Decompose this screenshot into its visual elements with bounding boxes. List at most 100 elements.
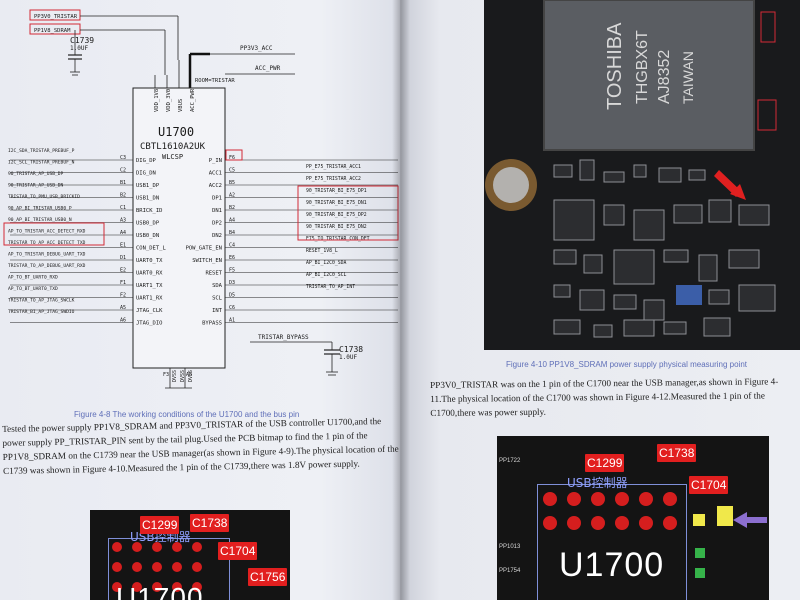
pin-number: B2: [120, 193, 126, 199]
pin-number: E2: [120, 268, 126, 274]
yellow-pad: [693, 514, 705, 526]
cap-ref: C1738: [339, 345, 363, 354]
pin-right: DN2: [212, 233, 222, 239]
smd-component: [553, 249, 577, 265]
chip-package: WLCSP: [162, 153, 183, 161]
pin-right: ACC1: [209, 171, 222, 177]
smd-component: [553, 199, 595, 241]
net-label: I2C_SDA_TRISTAR_PREBUF_P: [8, 148, 75, 154]
highlight-box: [297, 185, 399, 241]
bga-pad: [639, 492, 653, 506]
pin-number: A3: [120, 218, 126, 224]
net-label: 90_TRISTAR_BI_E75_DP1: [306, 188, 367, 194]
schematic-diagram: PP3V0_TRISTAR PP1V8_SDRAM C1739 1.0UF PP…: [3, 9, 399, 389]
pin-number: B1: [120, 180, 126, 186]
book-gutter: [392, 0, 410, 600]
net-label: 90_TRISTAR_AP_USB_DN: [8, 183, 64, 189]
pin-number: B4: [229, 230, 235, 236]
pin-right: BYPASS: [202, 321, 222, 327]
bga-pad: [112, 562, 122, 572]
net-label: TRISTAR_TO_PMU_USB_BRICKID: [8, 194, 80, 200]
highlighted-pad: [717, 506, 733, 526]
bga-pad: [567, 492, 581, 506]
usb-controller-outline: [537, 484, 687, 600]
smd-component: [579, 289, 605, 311]
net-label: PP3V0_TRISTAR: [34, 14, 78, 20]
pin-top: VDD_3V0: [166, 89, 172, 112]
net-label: 90_AP_BI_TRISTAR_USB0_P: [8, 206, 72, 212]
net-label: 90_TRISTAR_BI_E75_DN2: [306, 224, 367, 230]
pin-right: DP2: [212, 221, 222, 227]
smd-component: [553, 284, 571, 298]
pin-number: F2: [120, 293, 126, 299]
net-label: 90_TRISTAR_AP_USB_DP: [8, 171, 64, 177]
bga-pad: [663, 516, 677, 530]
pin-number: A4: [229, 218, 235, 224]
net-label: PP3V3_ACC: [240, 45, 273, 52]
pin-left: USB1_DN: [136, 196, 159, 202]
smd-component: [579, 159, 595, 181]
pin-bottom: DVSS: [180, 370, 186, 382]
bga-pad: [152, 542, 162, 552]
pin-left: USB0_DN: [136, 233, 159, 239]
smd-component: [663, 249, 689, 263]
pin-left: USB0_DP: [136, 221, 160, 227]
chip-name: U1700: [158, 125, 194, 139]
smd-component: [583, 254, 603, 274]
green-pad: [695, 568, 705, 578]
right-page: TOSHIBA THGBX6T AJ8352 TAIWAN Figure 4-1…: [400, 0, 800, 600]
smd-component: [728, 249, 760, 269]
board-photo: TOSHIBA THGBX6T AJ8352 TAIWAN: [484, 0, 800, 350]
board-graphic: [484, 0, 800, 350]
smd-component: [663, 321, 687, 335]
component-tag: C1299: [140, 516, 180, 534]
pin-top: ACC_PWR: [190, 88, 196, 112]
highlight-box: [29, 9, 81, 21]
pin-number: D3: [229, 280, 235, 286]
pin-left: DIG_DN: [136, 171, 156, 177]
pin-number: A5: [120, 305, 126, 311]
smd-component: [673, 204, 703, 224]
body-paragraph: PP3V0_TRISTAR was on the 1 pin of the C1…: [430, 376, 779, 418]
bga-pad: [172, 582, 182, 592]
highlight-box: [29, 23, 81, 35]
smd-component: [593, 324, 613, 338]
pin-left: JTAG_CLK: [136, 308, 163, 314]
pin-number: A6: [120, 318, 126, 324]
net-label: AP_BI_I2C0_SDA: [306, 260, 347, 266]
pin-left: CON_DET_L: [136, 246, 166, 252]
chip-label: U1700: [559, 546, 665, 584]
bga-pad: [591, 492, 605, 506]
pin-right: RESET: [205, 271, 222, 277]
component-tag: C1738: [657, 444, 697, 462]
smd-component: [643, 299, 665, 321]
figure-caption: Figure 4-10 PP1V8_SDRAM power supply phy…: [506, 360, 748, 369]
pin-number: A2: [229, 193, 235, 199]
chip-print: AJ8352: [656, 49, 673, 104]
chip-label: U1700: [116, 582, 204, 600]
net-label: I2C_SCL_TRISTAR_PREBUF_N: [8, 160, 75, 166]
pin-right: SDA: [212, 283, 223, 289]
pcb-bitmap-photo: USB控制器 C1299 C1738 C1704 PP1722 PP1013 P…: [497, 436, 769, 600]
pin-number: C5: [229, 168, 235, 174]
pin-number: C1: [120, 205, 126, 211]
smd-component: [708, 289, 730, 305]
smd-component: [623, 319, 655, 337]
pin-bottom: DVSS: [172, 370, 178, 382]
pin-number: C6: [229, 305, 235, 311]
bga-pad: [567, 516, 581, 530]
smd-component: [738, 284, 776, 312]
pin-top: VDD_1V8: [154, 89, 160, 112]
smd-component: [703, 317, 731, 337]
smd-component: [738, 204, 770, 226]
net-label: AP_TO_TRISTAR_ACC_DETECT_RXD: [8, 229, 86, 235]
pin-number: E6: [229, 255, 235, 261]
net-label: E75_TO_TRISTAR_CON_DET: [306, 236, 370, 242]
pin-left: UART0_TX: [136, 258, 163, 264]
net-label: 90_TRISTAR_BI_E75_DP2: [306, 212, 367, 218]
pin-right: POW_GATE_EN: [186, 246, 222, 252]
pin-number: F3: [163, 372, 169, 378]
left-page: PP3V0_TRISTAR PP1V8_SDRAM C1739 1.0UF PP…: [0, 0, 400, 600]
pin-number: D5: [229, 293, 235, 299]
